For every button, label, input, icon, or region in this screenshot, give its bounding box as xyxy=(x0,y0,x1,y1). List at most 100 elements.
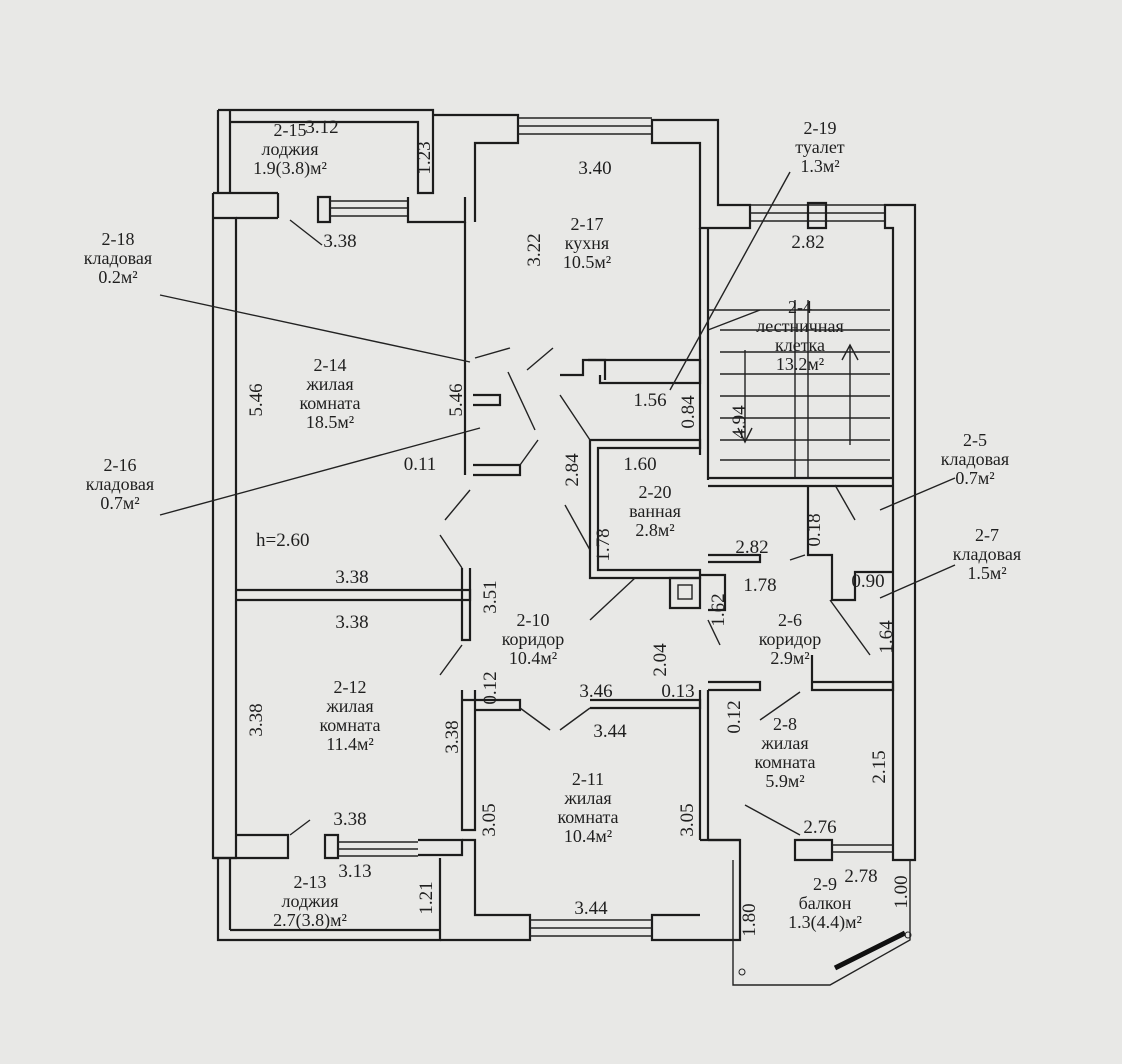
dimension-labels: 3.12 1.23 3.40 3.38 3.22 2.82 5.46 5.46 1.56 0.84… xyxy=(246,117,912,937)
room-name: кладовая xyxy=(86,474,154,494)
room-number: 2-9 xyxy=(813,874,837,894)
room-area: 2.7(3.8)м² xyxy=(273,910,347,931)
room-name: коридор xyxy=(502,629,565,649)
room-name: ванная xyxy=(629,501,681,521)
dimension-label: 0.12 xyxy=(480,671,501,704)
room-number: 2-16 xyxy=(104,455,137,475)
room-area: 1.9(3.8)м² xyxy=(253,158,327,179)
room-name: лоджия xyxy=(262,139,319,159)
room-number: 2-14 xyxy=(314,355,347,375)
room-area: 5.9м² xyxy=(765,771,804,791)
room-number: 2-5 xyxy=(963,430,987,450)
dimension-label: 3.38 xyxy=(335,612,368,633)
room-name: кухня xyxy=(565,233,609,253)
room-number: 2-10 xyxy=(517,610,550,630)
dimension-label: 3.38 xyxy=(333,809,366,830)
dimension-label: 0.90 xyxy=(851,571,884,592)
room-number: 2-4 xyxy=(788,297,812,317)
room-name: комната xyxy=(557,807,618,827)
dimension-label: 3.38 xyxy=(323,231,356,252)
dimension-label: 0.13 xyxy=(661,681,694,702)
dimension-label: 0.18 xyxy=(804,513,825,546)
room-area: 1.5м² xyxy=(967,563,1006,583)
room-name: лоджия xyxy=(282,891,339,911)
dimension-label: 4.94 xyxy=(729,405,750,439)
dimension-label: 0.84 xyxy=(678,395,699,429)
room-area: 1.3м² xyxy=(800,156,839,176)
dimension-label: 3.05 xyxy=(479,803,500,836)
dimension-label: 3.38 xyxy=(335,567,368,588)
dimension-label: 2.82 xyxy=(735,537,768,558)
room-name: клетка xyxy=(775,335,825,355)
dimension-label: 1.00 xyxy=(891,875,912,908)
room-number: 2-6 xyxy=(778,610,802,630)
dimension-label: 2.04 xyxy=(650,643,671,677)
room-number: 2-12 xyxy=(334,677,367,697)
room-name: туалет xyxy=(795,137,845,157)
dimension-label: 5.46 xyxy=(246,383,267,416)
dimension-label: 1.23 xyxy=(414,141,435,174)
room-name: кладовая xyxy=(84,248,152,268)
leader-lines xyxy=(159,171,956,836)
room-area: 10.5м² xyxy=(563,252,611,272)
walls xyxy=(159,108,956,986)
dimension-label: 3.38 xyxy=(442,720,463,753)
room-name: жилая xyxy=(760,733,808,753)
room-area: 0.2м² xyxy=(98,267,137,287)
dimension-label: 3.12 xyxy=(305,117,338,138)
room-name: коридор xyxy=(759,629,822,649)
room-area: 2.8м² xyxy=(635,520,674,540)
room-name: комната xyxy=(299,393,360,413)
room-name: лестничная xyxy=(756,316,844,336)
room-name: кладовая xyxy=(941,449,1009,469)
dimension-label: 1.78 xyxy=(743,575,776,596)
dimension-label: 0.12 xyxy=(724,700,745,733)
room-number: 2-13 xyxy=(294,872,327,892)
room-area: 18.5м² xyxy=(306,412,354,432)
dimension-label: 3.22 xyxy=(524,233,545,266)
room-name: комната xyxy=(319,715,380,735)
dimension-label: 1.62 xyxy=(708,593,729,626)
ceiling-height-label: h=2.60 xyxy=(256,530,309,551)
dimension-label: 1.56 xyxy=(633,390,666,411)
room-name: балкон xyxy=(799,893,852,913)
room-area: 13.2м² xyxy=(776,354,824,374)
dimension-label: 0.11 xyxy=(404,454,437,475)
room-name: жилая xyxy=(305,374,353,394)
dimension-label: 1.21 xyxy=(416,881,437,914)
dimension-label: 3.05 xyxy=(677,803,698,836)
dimension-label: 3.44 xyxy=(593,721,627,742)
room-number: 2-19 xyxy=(804,118,837,138)
room-area: 0.7м² xyxy=(100,493,139,513)
room-area: 10.4м² xyxy=(564,826,612,846)
dimension-label: 3.51 xyxy=(480,580,501,613)
dimension-label: 2.82 xyxy=(791,232,824,253)
dimension-label: 3.44 xyxy=(574,898,608,919)
dimension-label: 3.46 xyxy=(579,681,612,702)
room-area: 0.7м² xyxy=(955,468,994,488)
room-number: 2-15 xyxy=(274,120,307,140)
dimension-label: 1.78 xyxy=(593,528,614,561)
dimension-label: 5.46 xyxy=(446,383,467,416)
dimension-label: 3.40 xyxy=(578,158,611,179)
room-area: 10.4м² xyxy=(509,648,557,668)
room-area: 2.9м² xyxy=(770,648,809,668)
room-name: жилая xyxy=(563,788,611,808)
room-number: 2-11 xyxy=(572,769,604,789)
dimension-label: 1.60 xyxy=(623,454,656,475)
